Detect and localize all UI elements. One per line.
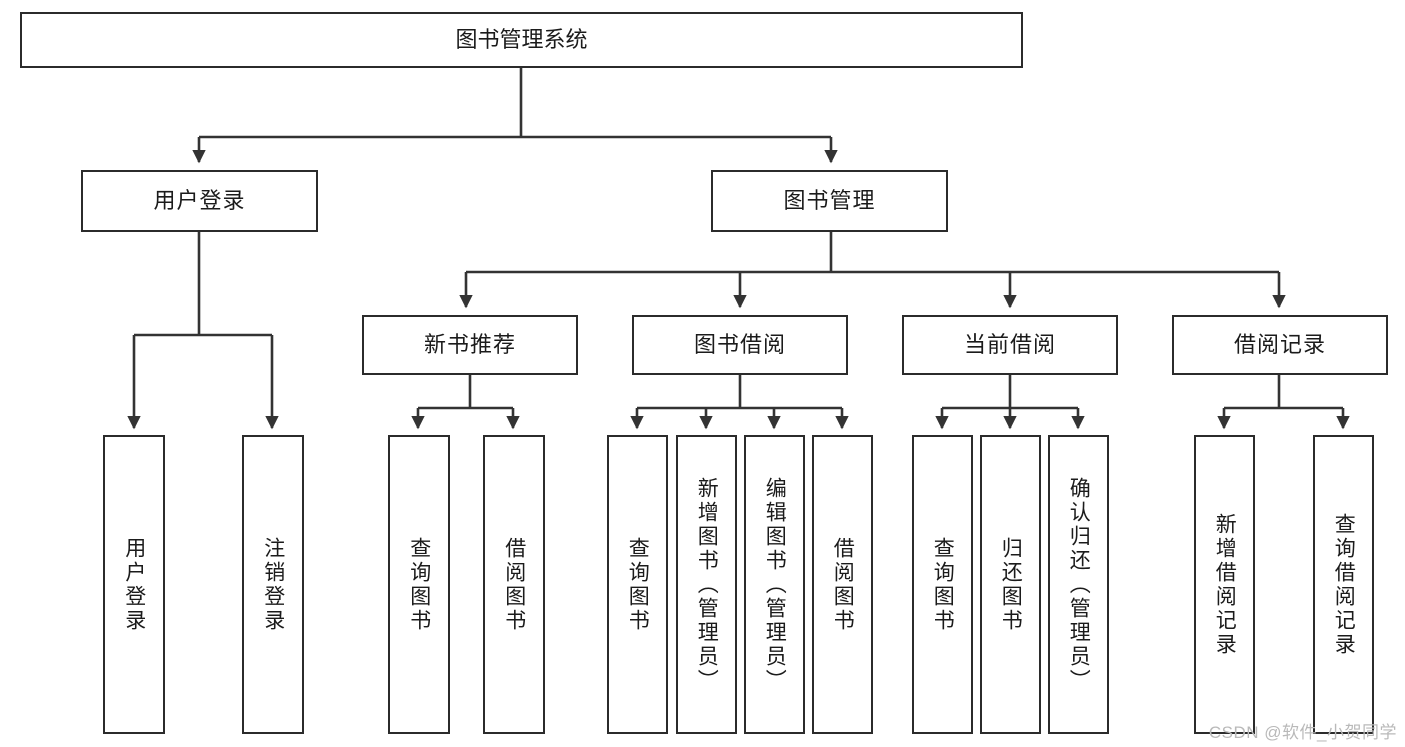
node-book-manage[interactable]: 图书管理	[711, 170, 948, 232]
node-new-book-recommend[interactable]: 新书推荐	[362, 315, 578, 375]
node-label: 图书管理系统	[455, 26, 588, 52]
node-leaf-return-book[interactable]: 归还图书	[980, 435, 1041, 734]
node-leaf-add-book[interactable]: 新增图书（管理员）	[676, 435, 737, 734]
node-leaf-edit-book[interactable]: 编辑图书（管理员）	[744, 435, 805, 734]
node-leaf-user-logout[interactable]: 注销登录	[242, 435, 304, 734]
node-label: 借阅图书	[502, 536, 526, 633]
node-leaf-borrow-book-1[interactable]: 借阅图书	[483, 435, 545, 734]
node-leaf-add-borrow-record[interactable]: 新增借阅记录	[1194, 435, 1255, 734]
node-label: 编辑图书（管理员）	[763, 476, 787, 693]
node-label: 确认归还（管理员）	[1067, 476, 1091, 693]
node-label: 新增图书（管理员）	[695, 476, 719, 693]
node-label: 新书推荐	[423, 331, 516, 357]
node-leaf-confirm-return[interactable]: 确认归还（管理员）	[1048, 435, 1109, 734]
node-label: 查询图书	[407, 536, 431, 633]
node-label: 查询图书	[626, 536, 650, 633]
node-label: 查询图书	[931, 536, 955, 633]
node-leaf-query-borrow-record[interactable]: 查询借阅记录	[1313, 435, 1374, 734]
node-label: 新增借阅记录	[1213, 512, 1237, 657]
node-borrow-record[interactable]: 借阅记录	[1172, 315, 1388, 375]
node-current-borrow[interactable]: 当前借阅	[902, 315, 1118, 375]
node-label: 图书管理	[783, 187, 876, 213]
node-label: 查询借阅记录	[1332, 512, 1356, 657]
node-user-login[interactable]: 用户登录	[81, 170, 318, 232]
node-label: 图书借阅	[693, 331, 786, 357]
node-label: 借阅图书	[831, 536, 855, 633]
node-root-system[interactable]: 图书管理系统	[20, 12, 1023, 68]
node-label: 当前借阅	[963, 331, 1056, 357]
node-book-borrow[interactable]: 图书借阅	[632, 315, 848, 375]
node-label: 借阅记录	[1233, 331, 1326, 357]
node-label: 用户登录	[153, 187, 246, 213]
node-label: 归还图书	[999, 536, 1023, 633]
node-leaf-query-book-3[interactable]: 查询图书	[912, 435, 973, 734]
node-leaf-query-book-1[interactable]: 查询图书	[388, 435, 450, 734]
node-label: 注销登录	[261, 536, 285, 633]
node-label: 用户登录	[122, 536, 146, 633]
node-leaf-user-login[interactable]: 用户登录	[103, 435, 165, 734]
node-leaf-query-book-2[interactable]: 查询图书	[607, 435, 668, 734]
node-leaf-borrow-book-2[interactable]: 借阅图书	[812, 435, 873, 734]
